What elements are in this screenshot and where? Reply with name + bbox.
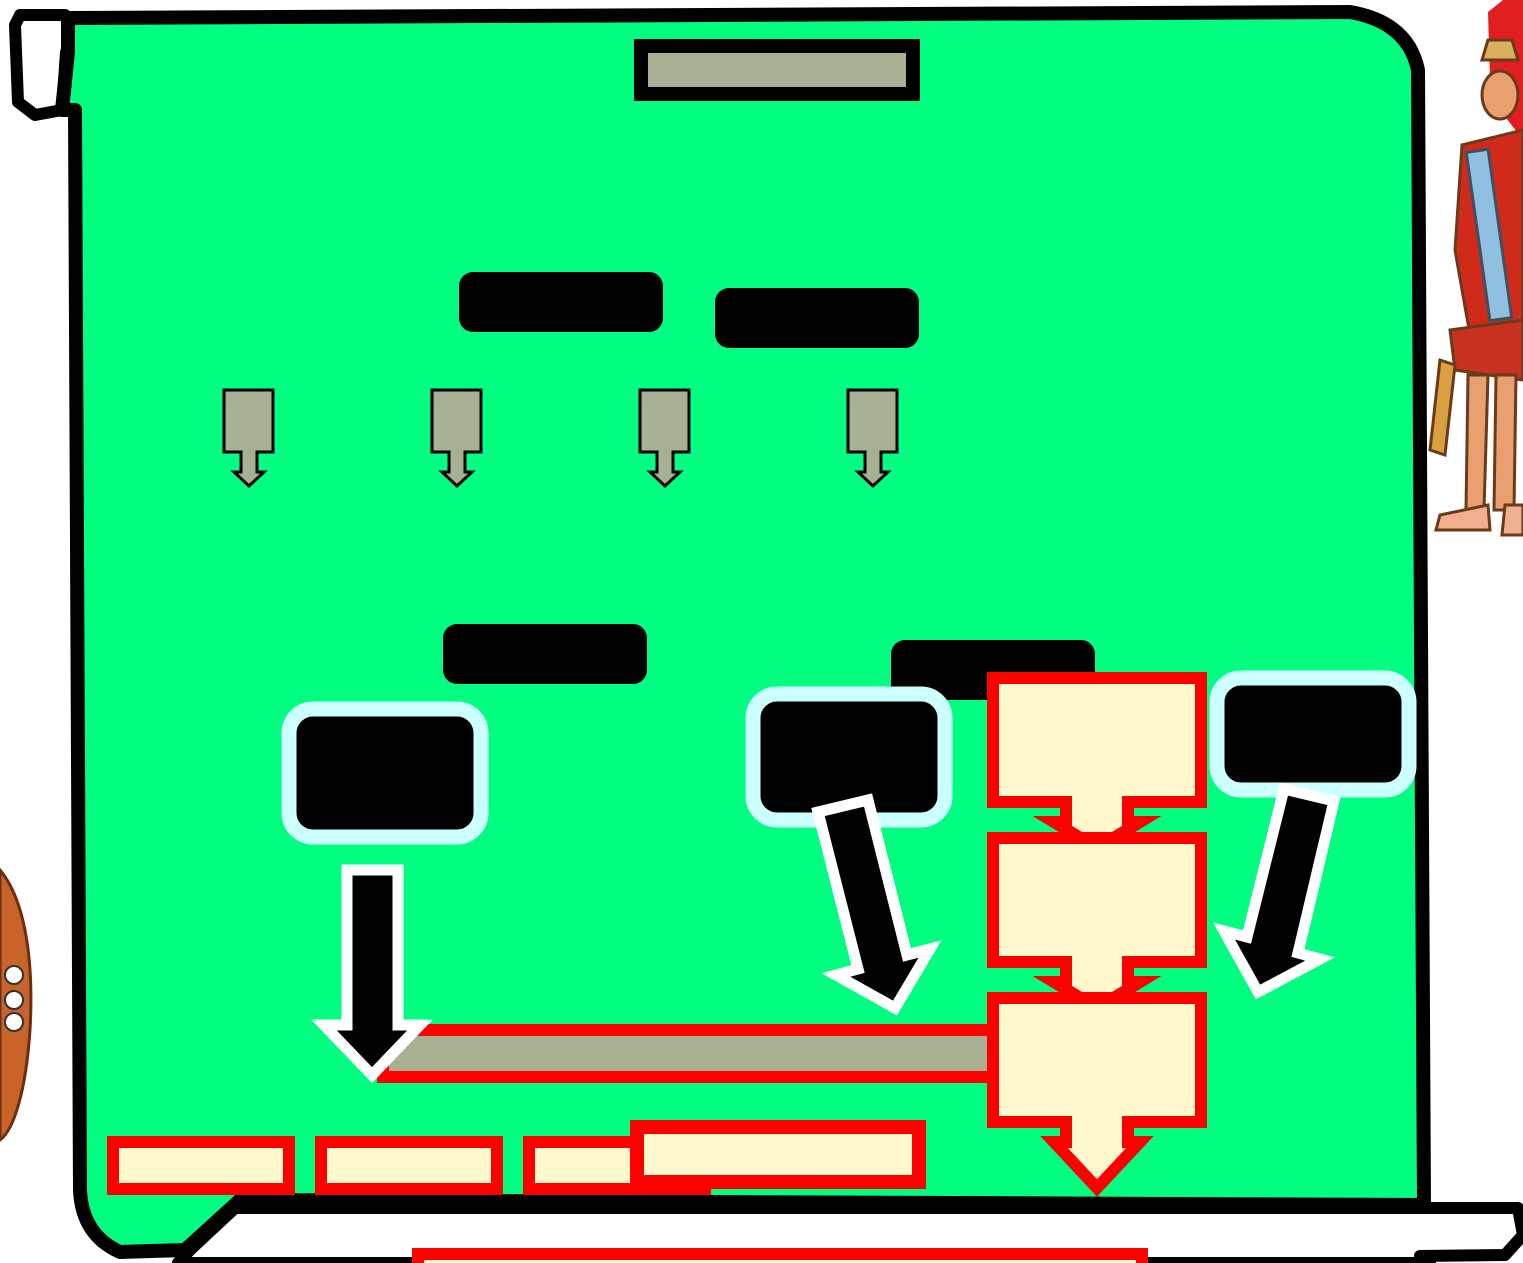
footer-bar bbox=[412, 1248, 1148, 1263]
top-row-box bbox=[715, 288, 919, 348]
haloed-box bbox=[1209, 670, 1417, 798]
haloed-box bbox=[281, 701, 489, 845]
chain-box bbox=[987, 992, 1207, 1197]
bottom-row-box bbox=[107, 1136, 295, 1195]
middle-row-box bbox=[443, 624, 647, 684]
big-diagonal-arrow bbox=[1212, 782, 1341, 1000]
small-down-arrow bbox=[846, 388, 899, 489]
roman-legionary-icon bbox=[1428, 0, 1523, 537]
top-row-box bbox=[459, 272, 663, 332]
big-diagonal-arrow bbox=[811, 793, 942, 1016]
horizontal-bar bbox=[377, 1024, 1001, 1083]
small-down-arrow bbox=[222, 388, 275, 489]
round-shield-icon bbox=[0, 867, 33, 1142]
bottom-row-box bbox=[315, 1136, 503, 1195]
big-down-arrow bbox=[311, 864, 433, 1083]
title-box bbox=[634, 39, 920, 101]
small-down-arrow bbox=[638, 388, 691, 489]
small-down-arrow bbox=[430, 388, 483, 489]
bottom-row-box bbox=[630, 1120, 926, 1189]
